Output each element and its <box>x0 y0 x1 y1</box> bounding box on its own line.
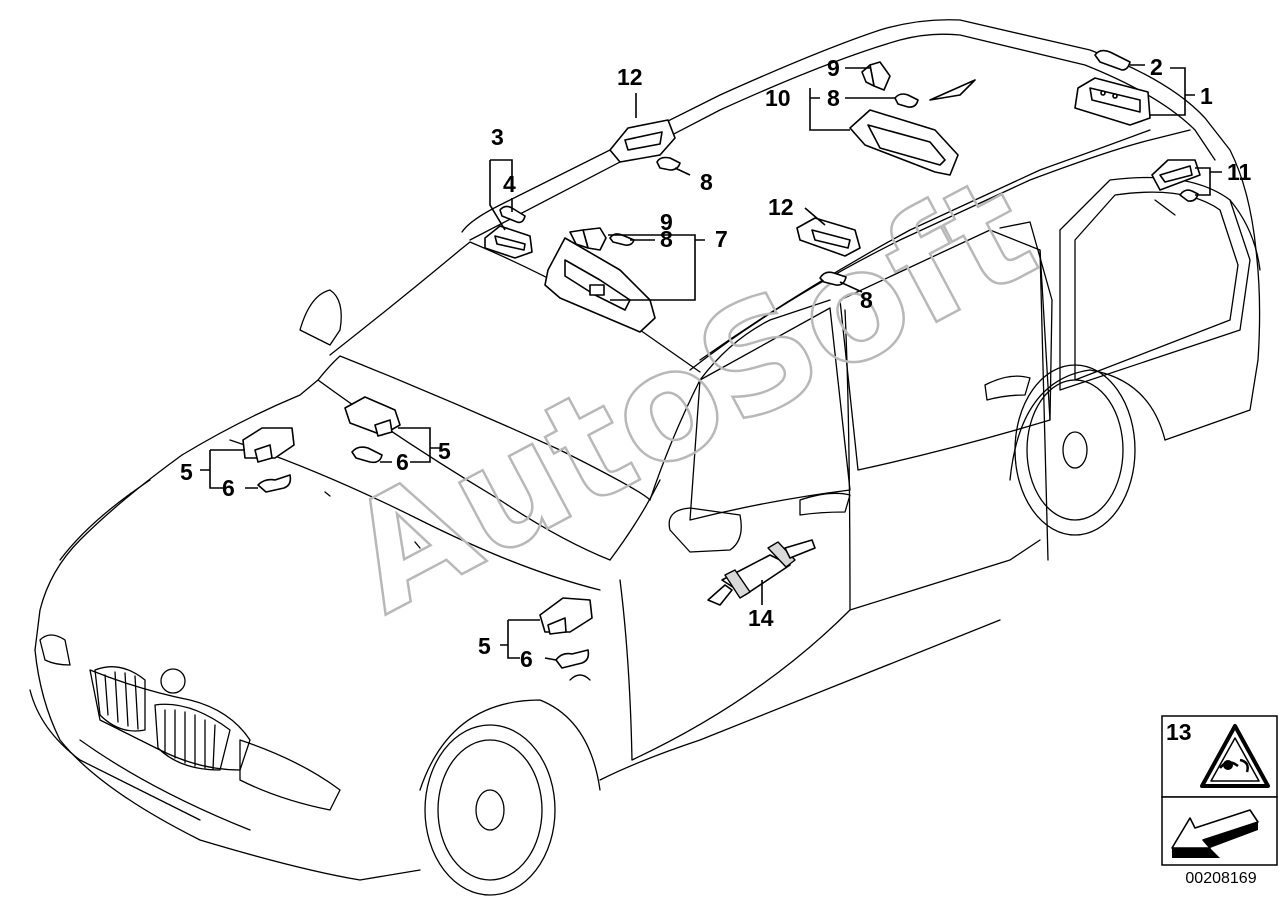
part-5-lamp-center <box>344 396 401 437</box>
callout-13: 13 <box>1166 719 1192 745</box>
callout-7: 7 <box>715 226 728 252</box>
callout-1: 1 <box>1200 83 1213 109</box>
callout-4: 4 <box>503 171 516 197</box>
callout-6-center: 6 <box>396 449 409 475</box>
part-11-tailgate-light <box>1151 159 1201 202</box>
callout-8-c: 8 <box>827 85 840 111</box>
callout-5-left: 5 <box>180 459 193 485</box>
part-10-roof-console <box>849 109 959 176</box>
callout-3: 3 <box>491 124 504 150</box>
callout-labels: 1 2 3 4 12 8 9 8 7 9 8 10 12 8 11 5 6 5 … <box>180 54 1252 672</box>
part-3-reading-light <box>484 225 533 259</box>
arrow-left-icon <box>1171 809 1259 858</box>
callout-9-rear: 9 <box>827 55 840 81</box>
callout-9-front: 9 <box>660 209 673 235</box>
front-grille <box>94 666 231 771</box>
rear-wheel <box>1009 364 1166 536</box>
part-6-bulb-fender <box>555 649 590 669</box>
callout-2: 2 <box>1150 54 1163 80</box>
leader-lines <box>200 64 1222 661</box>
part-8-bulb-a <box>656 156 681 171</box>
callout-8-d: 8 <box>860 287 873 313</box>
front-wheel <box>419 699 601 896</box>
part-5-lamp-fender <box>539 597 593 635</box>
part-6-bulb-left <box>257 474 292 493</box>
part-6-bulb-center <box>351 446 383 464</box>
part-9-bulb-a <box>569 227 607 251</box>
part-7-roof-console <box>544 237 656 333</box>
part-4-bulb <box>499 205 526 224</box>
callout-10: 10 <box>765 85 791 111</box>
part-9-bulb-b <box>861 61 891 91</box>
part-8-bulb-d <box>819 271 847 286</box>
callout-5-center: 5 <box>438 438 451 464</box>
part-2-bulb <box>1094 49 1131 71</box>
arrow-box <box>1161 796 1278 866</box>
part-5-lamp-left <box>242 427 295 463</box>
part-14-door-switch <box>707 539 816 606</box>
callout-11: 11 <box>1227 159 1252 185</box>
callout-12-lower: 12 <box>768 194 794 220</box>
warning-triangle-icon <box>1200 724 1270 788</box>
part-1-rear-light <box>1074 77 1151 126</box>
part-12-light-lower <box>796 217 861 257</box>
part-12-light-upper <box>609 119 676 163</box>
callout-8-b: 8 <box>660 226 673 252</box>
callout-8-a: 8 <box>700 169 713 195</box>
callout-12-upper: 12 <box>617 64 643 90</box>
callout-5-fender: 5 <box>478 633 491 659</box>
sunroof-part <box>929 79 976 101</box>
part-8-bulb-c <box>894 93 919 108</box>
diagram-id: 00208169 <box>1185 870 1257 887</box>
callout-14: 14 <box>748 605 774 631</box>
callout-6-left: 6 <box>222 475 235 501</box>
watermark-text: AutoSoft <box>320 143 1060 647</box>
info-box-13: 13 <box>1161 715 1278 798</box>
callout-6-fender: 6 <box>520 646 533 672</box>
